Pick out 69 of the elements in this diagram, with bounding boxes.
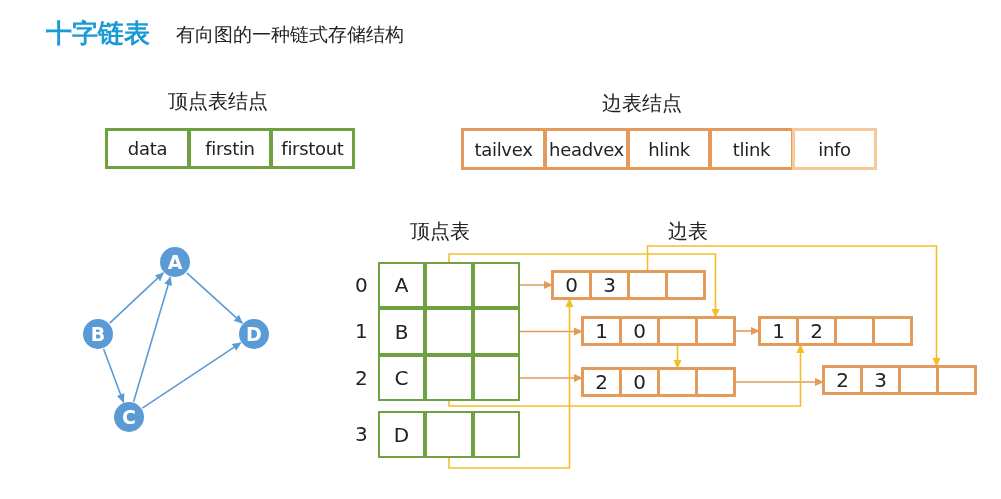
vertex-table-cell: [425, 411, 473, 458]
arrow: [646, 245, 941, 367]
edge-node-cell: [695, 316, 736, 346]
edge-node-cell: 0: [619, 367, 660, 397]
edge-node-cell: [627, 270, 668, 300]
arrow: [518, 281, 553, 289]
arrow: [448, 298, 574, 469]
vertex-table-cell: [473, 411, 520, 458]
edge-node-cell: [898, 365, 939, 395]
title: 十字链表: [46, 17, 150, 50]
vertex-table-cell: A: [378, 262, 425, 308]
vertex-table-cell: [473, 308, 520, 355]
edge-node-cell: [665, 270, 706, 300]
row-index: 0: [355, 273, 368, 297]
vertex-circle: B: [83, 319, 113, 349]
arrow: [518, 327, 583, 336]
row-index: 3: [355, 422, 368, 446]
table-heading: 边表: [668, 218, 708, 245]
table-heading: 顶点表: [410, 218, 470, 245]
vertex-table-cell: C: [378, 355, 425, 401]
edge-node-cell: [936, 365, 977, 395]
arrow: [673, 344, 682, 369]
section-heading: 边表结点: [602, 90, 682, 117]
vertex-table-cell: [425, 262, 473, 308]
vertex-table-cell: B: [378, 308, 425, 355]
field-cell: data: [105, 128, 190, 169]
vertex-circle: A: [160, 247, 190, 277]
row-index: 1: [355, 319, 368, 343]
vertex-circle: C: [114, 402, 144, 432]
edge-node-cell: [657, 316, 698, 346]
edge-node-cell: [872, 316, 913, 346]
vertex-table-cell: [425, 355, 473, 401]
edge-node-cell: [834, 316, 875, 346]
field-cell: tlink: [709, 128, 794, 170]
field-cell: firstin: [188, 128, 272, 169]
edge-node-cell: 2: [822, 365, 863, 395]
arrow: [102, 348, 125, 403]
vertex-table-cell: [473, 262, 520, 308]
row-index: 2: [355, 366, 368, 390]
edge-node-cell: 2: [796, 316, 837, 346]
field-cell: tailvex: [461, 128, 546, 170]
vertex-table-cell: D: [378, 411, 425, 458]
vertex-table-cell: [425, 308, 473, 355]
edge-node-cell: 3: [860, 365, 901, 395]
arrow: [186, 272, 243, 324]
arrow: [734, 378, 824, 386]
edge-node-cell: [657, 367, 698, 397]
edge-node-cell: 0: [619, 316, 660, 346]
arrow: [108, 272, 165, 324]
arrow: [734, 327, 760, 335]
arrow: [518, 374, 583, 382]
edge-node-cell: 3: [589, 270, 630, 300]
edge-node-cell: 1: [581, 316, 622, 346]
vertex-circle: D: [239, 319, 269, 349]
edge-node-cell: 1: [758, 316, 799, 346]
field-cell: hlink: [627, 128, 711, 170]
arrow: [448, 253, 720, 318]
field-cell: info: [792, 128, 877, 170]
subtitle: 有向图的一种链式存储结构: [176, 22, 404, 47]
arrow: [448, 344, 805, 407]
arrow: [132, 276, 172, 403]
field-cell: firstout: [270, 128, 355, 169]
edge-node-cell: [695, 367, 736, 397]
vertex-table-cell: [473, 355, 520, 401]
edge-node-cell: 0: [551, 270, 592, 300]
field-cell: headvex: [544, 128, 629, 170]
section-heading: 顶点表结点: [168, 88, 268, 115]
edge-node-cell: 2: [581, 367, 622, 397]
arrow: [141, 342, 242, 409]
